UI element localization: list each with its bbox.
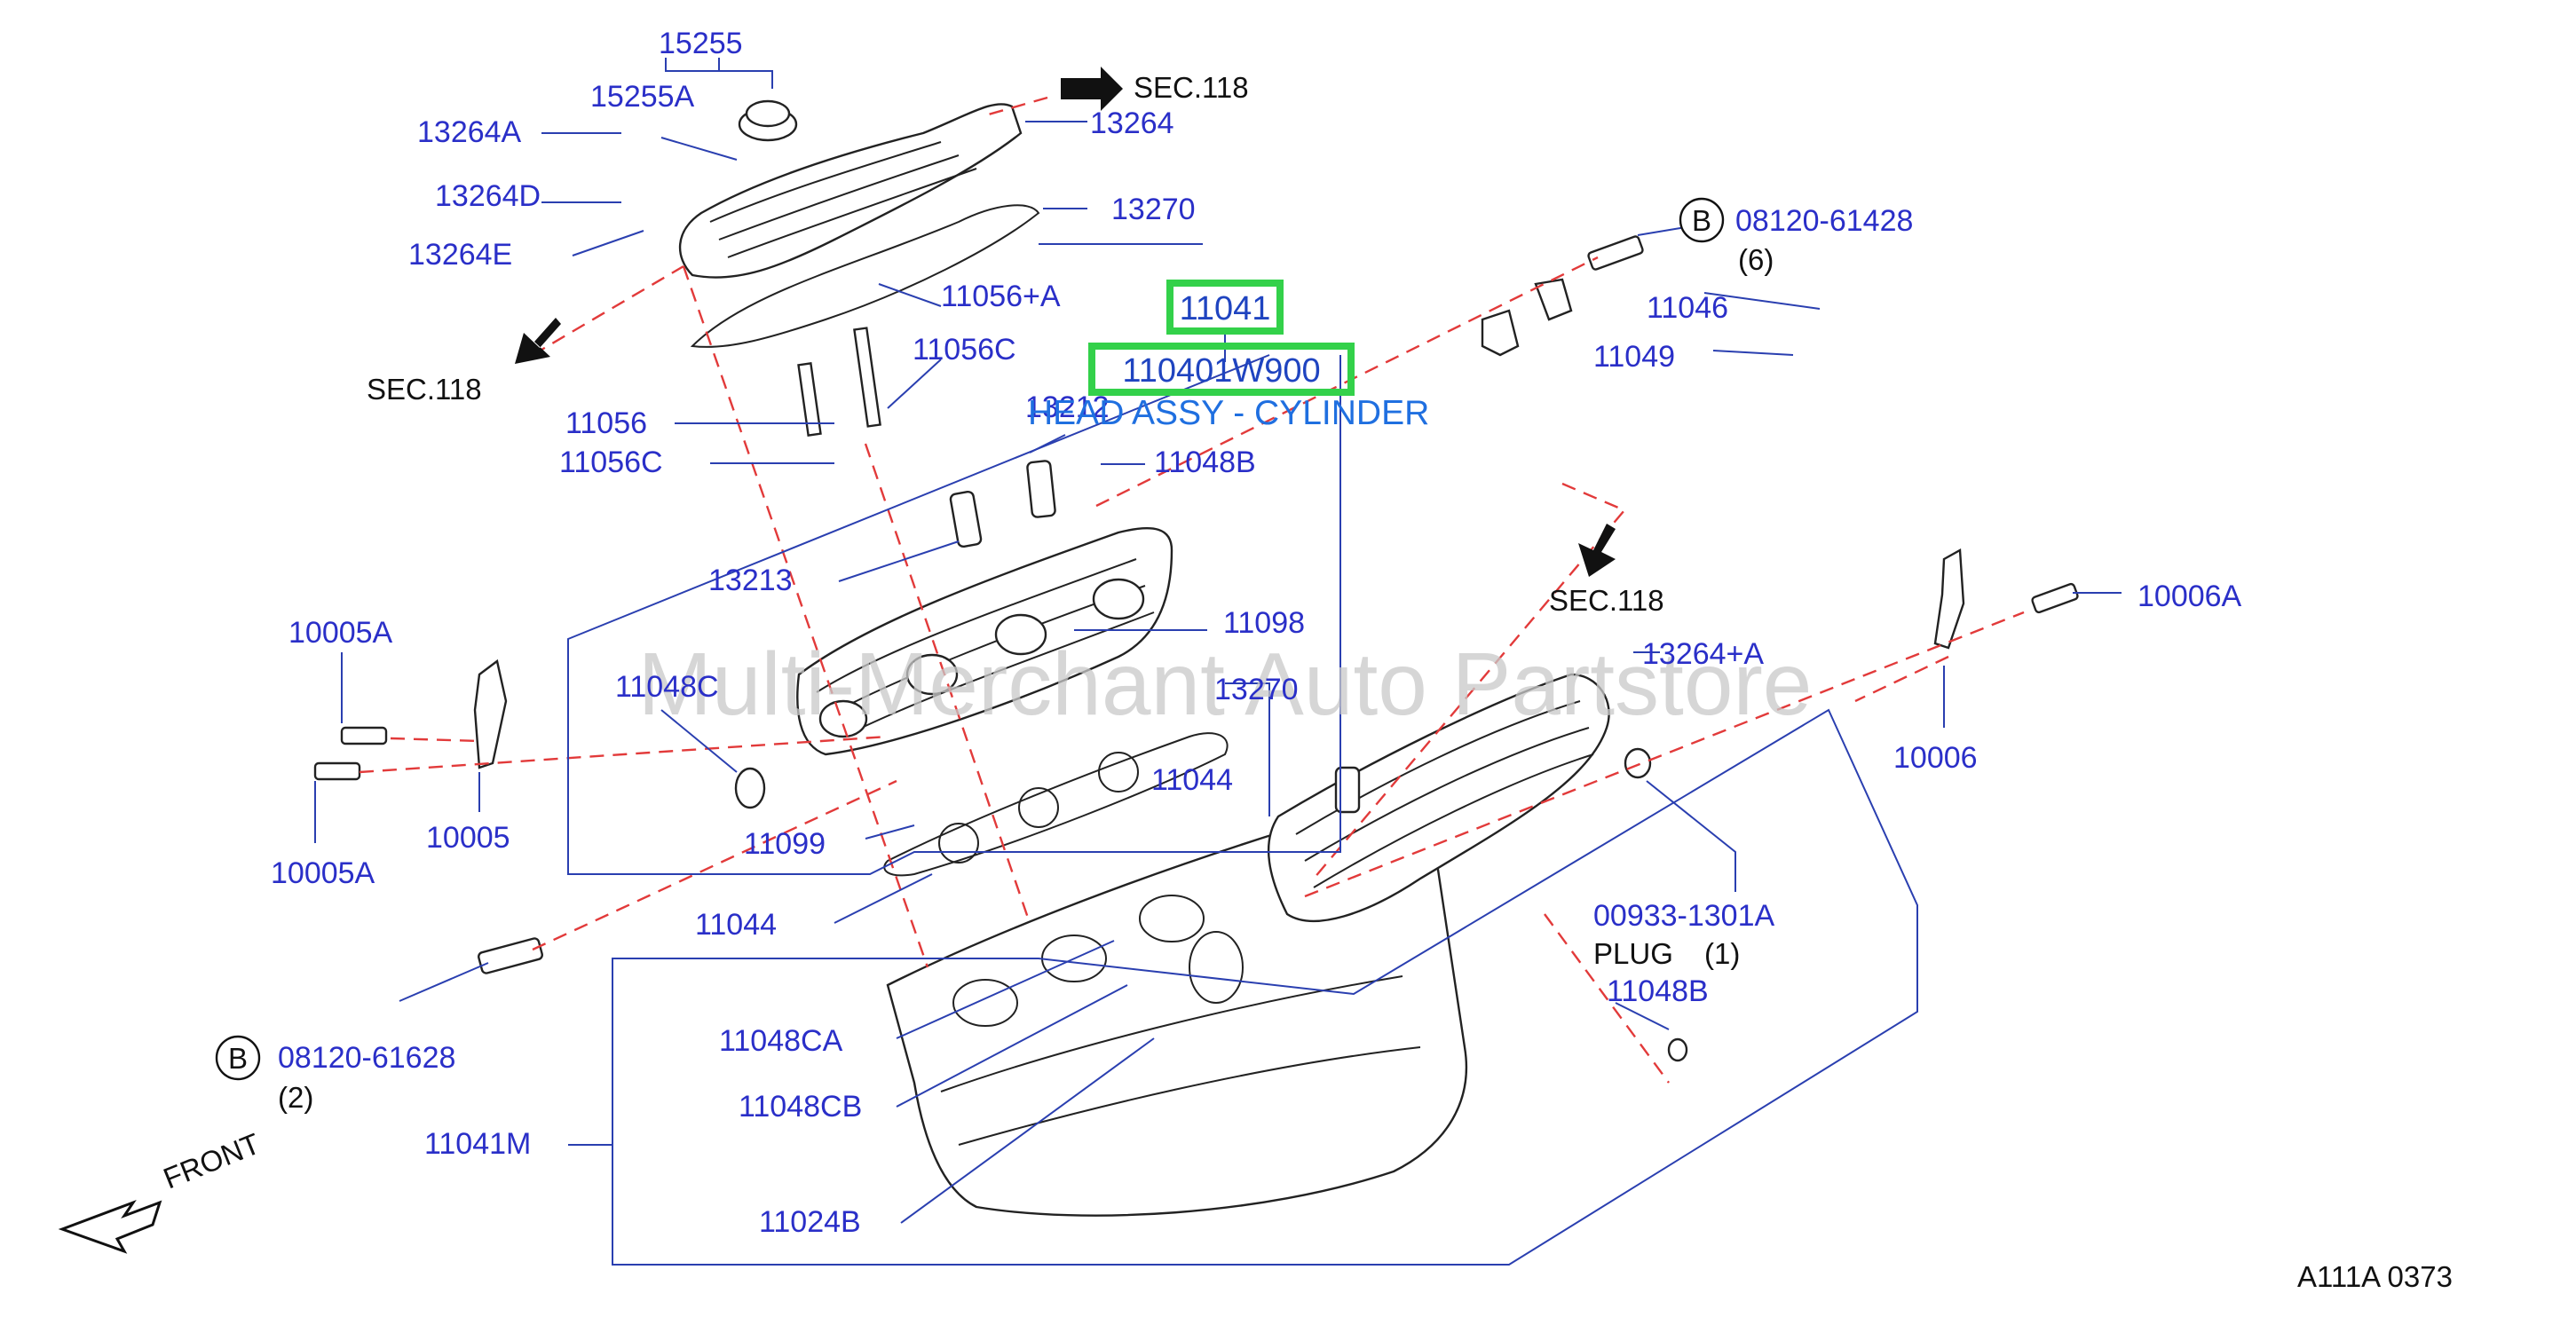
part-label-11056c-top[interactable]: 11056C <box>913 333 1016 367</box>
arrow-right-icon <box>1061 67 1123 111</box>
front-label: FRONT <box>159 1127 265 1195</box>
part-label-11056a[interactable]: 11056+A <box>941 280 1061 313</box>
cylinder-head-upper <box>796 526 1173 756</box>
highlighted-part[interactable]: 11041 110401W900 HEAD ASSY - CYLINDER <box>1028 280 1429 432</box>
b-marker-bottom: B <box>215 1035 261 1081</box>
head-gasket-upper <box>883 732 1229 877</box>
camshaft-bolts <box>797 327 1056 548</box>
part-label-13212[interactable]: 13212 <box>1025 390 1110 424</box>
part-label-11056[interactable]: 11056 <box>565 406 647 440</box>
part-label-13264-a[interactable]: 13264+A <box>1642 637 1764 671</box>
highlight-part-number[interactable]: 11041 <box>1180 290 1271 327</box>
highlight-description: HEAD ASSY - CYLINDER <box>1028 394 1429 432</box>
part-label-11044-top[interactable]: 11044 <box>1151 763 1233 797</box>
svg-text:B: B <box>1692 204 1711 237</box>
part-label-11048cb[interactable]: 11048CB <box>739 1090 862 1124</box>
part-label-11049[interactable]: 11049 <box>1593 340 1675 374</box>
part-label-15255a[interactable]: 15255A <box>590 80 695 114</box>
part-label-13213[interactable]: 13213 <box>708 564 793 597</box>
part-label-13270-top[interactable]: 13270 <box>1111 193 1196 226</box>
part-label-08120-61628[interactable]: 08120-61628 <box>278 1041 455 1075</box>
part-label-13264[interactable]: 13264 <box>1090 106 1174 140</box>
brackets-and-bolts <box>313 235 2079 1062</box>
part-label-10006[interactable]: 10006 <box>1893 741 1978 775</box>
part-label-11048c[interactable]: 11048C <box>615 670 719 704</box>
part-label-15255[interactable]: 15255 <box>659 27 743 60</box>
b-marker-top: B <box>1679 197 1725 243</box>
part-label-00933-1301a[interactable]: 00933-1301A <box>1593 899 1775 933</box>
part-label-13264d[interactable]: 13264D <box>435 179 541 213</box>
part-label-13264a[interactable]: 13264A <box>417 115 522 149</box>
part-label-10005a[interactable]: 10005A <box>271 856 375 890</box>
part-label-10006a[interactable]: 10006A <box>2137 580 2242 613</box>
front-arrow-icon <box>58 1199 162 1254</box>
part-label-11041m[interactable]: 11041M <box>424 1127 531 1161</box>
sec-ref-right[interactable]: SEC.118 <box>1549 584 1664 617</box>
arrow-down-icon <box>1578 524 1616 577</box>
qty-label-6: (6) <box>1738 243 1774 276</box>
arrow-down-left-icon <box>515 318 561 364</box>
qty-label-1: (1) <box>1704 937 1740 970</box>
part-label-11099[interactable]: 11099 <box>744 827 826 861</box>
rocker-cover-gasket-upper <box>690 204 1040 348</box>
assembly-dashed-lines <box>359 96 2025 1084</box>
part-label-10005[interactable]: 10005 <box>426 821 510 855</box>
plug-label: PLUG <box>1593 937 1673 970</box>
sec-ref-left[interactable]: SEC.118 <box>367 373 482 406</box>
part-label-11048b-top[interactable]: 11048B <box>1154 446 1256 479</box>
part-label-13270[interactable]: 13270 <box>1214 673 1299 706</box>
arrows <box>58 67 1616 1254</box>
part-label-08120-61428[interactable]: 08120-61428 <box>1735 204 1913 238</box>
watermark: Multi-Merchant Auto Partstore <box>638 635 1813 734</box>
part-label-11056c[interactable]: 11056C <box>559 446 663 479</box>
part-label-11048b[interactable]: 11048B <box>1607 974 1709 1008</box>
part-label-11046[interactable]: 11046 <box>1647 291 1728 325</box>
part-label-11048ca[interactable]: 11048CA <box>719 1024 843 1058</box>
part-label-10005a-top[interactable]: 10005A <box>288 616 393 650</box>
qty-label-2: (2) <box>278 1081 313 1114</box>
highlight-box-part-number <box>1166 280 1284 335</box>
leader-lines <box>314 58 2122 1266</box>
highlight-oem-number[interactable]: 110401W900 <box>1122 352 1320 390</box>
part-label-11044[interactable]: 11044 <box>695 908 777 942</box>
svg-text:B: B <box>228 1042 248 1075</box>
highlight-box-oem-number <box>1088 343 1355 396</box>
part-label-11024b[interactable]: 11024B <box>759 1205 861 1239</box>
rocker-cover-upper <box>679 99 1023 279</box>
part-label-13264e[interactable]: 13264E <box>408 238 512 272</box>
diagram-code: A111A 0373 <box>2297 1260 2453 1293</box>
sec-ref-top[interactable]: SEC.118 <box>1134 71 1249 104</box>
part-label-11098[interactable]: 11098 <box>1223 606 1305 640</box>
